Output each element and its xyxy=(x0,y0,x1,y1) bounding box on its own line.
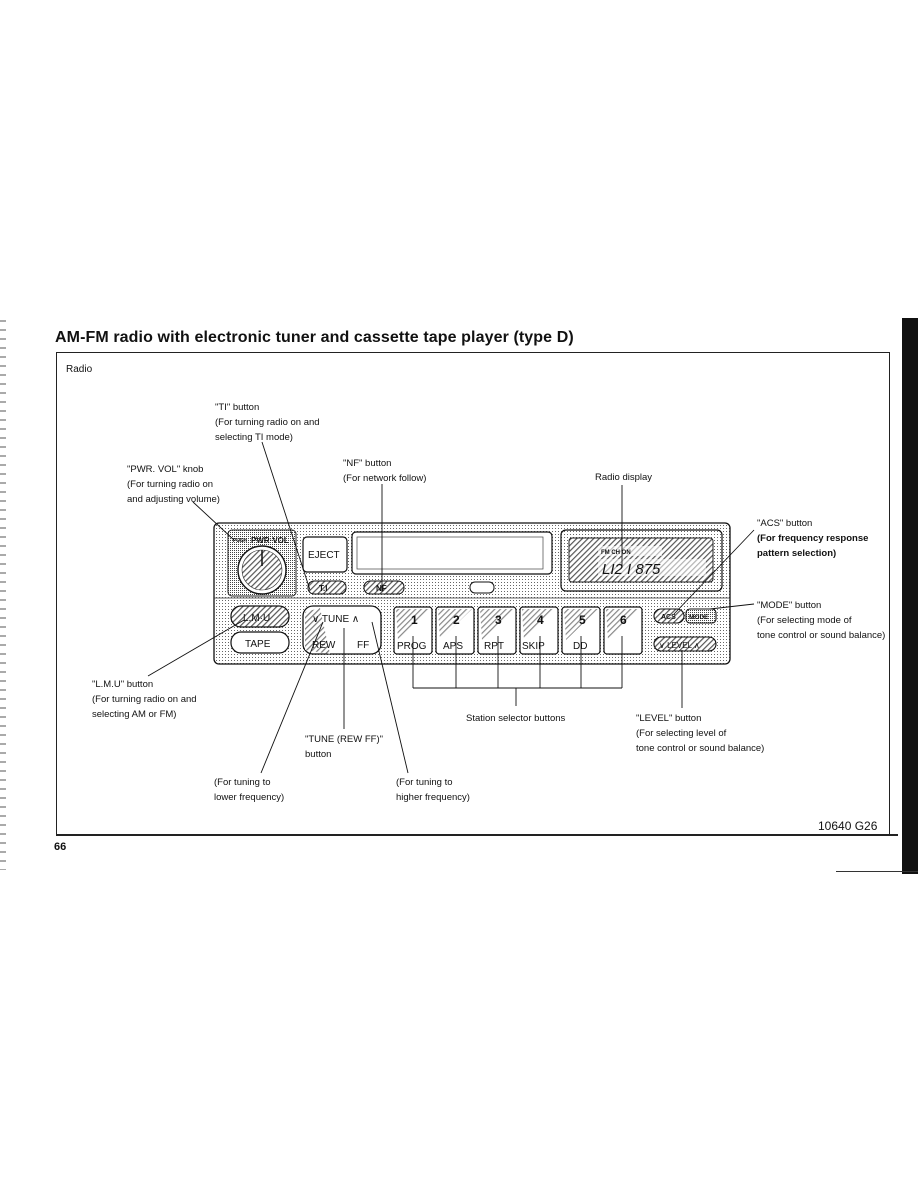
display-top-text: FM CH ON xyxy=(601,550,631,556)
eject-label: EJECT xyxy=(308,550,340,561)
preset-sub-3: RPT xyxy=(484,641,504,652)
mode-callout-name: "MODE" button xyxy=(757,600,822,611)
ti-callout-desc2: selecting TI mode) xyxy=(215,432,293,443)
ti-callout-desc1: (For turning radio on and xyxy=(215,417,320,428)
tune-callout: "TUNE (REW FF)" button xyxy=(305,732,383,762)
acs-leader xyxy=(673,529,755,615)
nf-callout-name: "NF" button xyxy=(343,458,392,469)
level-button-label: ∨ LEVEL ∧ xyxy=(659,641,700,650)
eject-button xyxy=(302,536,348,573)
higher-callout-desc2: higher frequency) xyxy=(396,792,470,803)
display-callout: Radio display xyxy=(595,470,652,485)
nf-button xyxy=(363,580,405,595)
higher-leader xyxy=(371,621,409,774)
lower-callout: (For tuning to lower frequency) xyxy=(214,775,284,805)
section-label: Radio xyxy=(66,364,93,375)
pwr-callout: "PWR. VOL" knob (For turning radio on an… xyxy=(127,462,220,507)
preset-num-6: 6 xyxy=(620,613,627,627)
lmu-callout-desc2: selecting AM or FM) xyxy=(92,709,177,720)
level-callout-desc2: tone control or sound balance) xyxy=(636,743,765,754)
lmu-button xyxy=(230,605,290,628)
display-frequency: LI2 I 875 xyxy=(602,561,661,578)
preset-num-3: 3 xyxy=(495,613,502,627)
ti-callout: "TI" button (For turning radio on and se… xyxy=(215,400,320,445)
lower-callout-desc1: (For tuning to xyxy=(214,777,271,788)
acs-callout: "ACS" button (For frequency response pat… xyxy=(757,516,868,561)
knob-push-label: PUSH xyxy=(233,538,247,544)
cassette-door xyxy=(356,536,544,570)
acs-button xyxy=(653,608,685,624)
pwr-leader xyxy=(192,501,235,541)
tune-callout-name1: "TUNE (REW FF)" xyxy=(305,734,383,745)
level-callout-desc1: (For selecting level of xyxy=(636,728,727,739)
level-callout: "LEVEL" button (For selecting level of t… xyxy=(636,711,764,756)
preset-sub-2: APS xyxy=(443,641,463,652)
tape-button-label: TAPE xyxy=(245,639,271,650)
lower-leader xyxy=(260,621,324,774)
station-callout: Station selector buttons xyxy=(466,711,565,726)
lmu-callout-desc1: (For turning radio on and xyxy=(92,694,197,705)
acs-callout-name: "ACS" button xyxy=(757,518,813,529)
lmu-callout-name: "L.M.U" button xyxy=(92,679,154,690)
pwr-callout-desc2: and adjusting volume) xyxy=(127,494,220,505)
nf-callout: "NF" button (For network follow) xyxy=(343,456,426,486)
preset-num-2: 2 xyxy=(453,613,460,627)
aux-button xyxy=(469,581,495,594)
figure-code: 10640 G26 xyxy=(818,819,878,833)
higher-callout: (For tuning to higher frequency) xyxy=(396,775,470,805)
preset-sub-5: DD xyxy=(573,641,587,652)
acs-callout-desc2: pattern selection) xyxy=(757,548,837,559)
ti-callout-name: "TI" button xyxy=(215,402,260,413)
lmu-button-label: L.M·U xyxy=(243,613,270,624)
preset-sub-4: SKIP xyxy=(522,641,545,652)
acs-callout-desc1: (For frequency response xyxy=(757,533,869,544)
mode-callout: "MODE" button (For selecting mode of ton… xyxy=(757,598,885,643)
knob-label: PWR·VOL xyxy=(251,536,289,545)
mode-button-label: MODE xyxy=(689,614,709,621)
scan-edge xyxy=(0,320,6,870)
leader-lines xyxy=(147,441,755,774)
preset-num-4: 4 xyxy=(537,613,544,627)
acs-button-label: ACS xyxy=(661,614,676,621)
nf-callout-desc1: (For network follow) xyxy=(343,473,427,484)
level-callout-name: "LEVEL" button xyxy=(636,713,702,724)
preset-buttons: 1 2 3 4 5 6 PROG APS RPT SKIP DD xyxy=(393,606,643,655)
figure-bottom-rule xyxy=(56,834,898,836)
page-edge-bar xyxy=(902,318,918,874)
page-number: 66 xyxy=(54,841,67,853)
pwr-callout-name: "PWR. VOL" knob xyxy=(127,464,204,475)
ti-leader xyxy=(261,441,311,591)
lmu-callout: "L.M.U" button (For turning radio on and… xyxy=(92,677,197,722)
tune-callout-name2: button xyxy=(305,749,332,760)
page-title: AM-FM radio with electronic tuner and ca… xyxy=(55,329,574,346)
rew-label: REW xyxy=(312,640,336,651)
mode-leader xyxy=(709,603,755,610)
pwr-callout-desc1: (For turning radio on xyxy=(127,479,214,490)
ti-button xyxy=(307,580,347,595)
station-callout-name: Station selector buttons xyxy=(466,713,566,724)
tape-button xyxy=(230,631,290,654)
lower-callout-desc2: lower frequency) xyxy=(214,792,285,803)
higher-callout-desc1: (For tuning to xyxy=(396,777,453,788)
tune-label: ∨ TUNE ∧ xyxy=(312,614,359,625)
mode-callout-desc2: tone control or sound balance) xyxy=(757,630,886,641)
ti-button-label: T.I xyxy=(319,584,327,593)
preset-sub-1: PROG xyxy=(397,641,427,652)
page-bottom-rule xyxy=(836,871,918,872)
ff-label: FF xyxy=(357,640,369,651)
preset-num-5: 5 xyxy=(579,613,586,627)
level-button xyxy=(653,636,717,652)
nf-button-label: NF xyxy=(376,584,387,593)
mode-callout-desc1: (For selecting mode of xyxy=(757,615,852,626)
lmu-leader xyxy=(147,619,245,677)
mode-button xyxy=(685,608,717,624)
display-callout-name: Radio display xyxy=(595,472,653,483)
preset-num-1: 1 xyxy=(411,613,418,627)
